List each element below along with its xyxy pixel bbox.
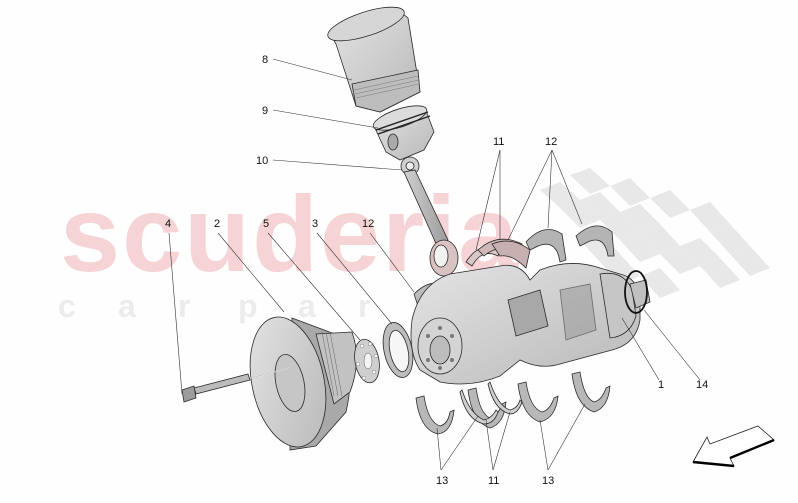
washer-plate-part[interactable] [351, 337, 382, 384]
o-ring-part[interactable] [624, 270, 648, 314]
pulley-damper-part[interactable] [239, 310, 357, 454]
callout-labels: 8 9 10 11 12 4 2 5 3 12 1 14 13 11 13 [165, 54, 708, 487]
callout-2[interactable]: 2 [214, 218, 220, 230]
callout-8[interactable]: 8 [262, 54, 268, 66]
callout-12-left[interactable]: 12 [362, 218, 374, 230]
bolt-part[interactable] [181, 367, 291, 403]
oil-seal-part[interactable] [378, 320, 417, 381]
leader-lines [168, 58, 701, 471]
thrust-washer-parts[interactable] [459, 381, 523, 425]
callout-4[interactable]: 4 [165, 218, 171, 230]
callout-5[interactable]: 5 [263, 218, 269, 230]
callout-12-top[interactable]: 12 [545, 136, 557, 148]
callout-1[interactable]: 1 [658, 379, 664, 391]
checkered-flag-watermark [540, 168, 770, 298]
callout-3[interactable]: 3 [312, 218, 318, 230]
callout-13-right[interactable]: 13 [542, 475, 554, 487]
callout-11-bottom[interactable]: 11 [488, 475, 499, 487]
piston-part[interactable] [371, 101, 435, 161]
callout-13-left[interactable]: 13 [436, 475, 448, 487]
con-rod-bearing-top-part[interactable] [465, 238, 531, 269]
callout-10[interactable]: 10 [256, 155, 268, 167]
callout-9[interactable]: 9 [262, 105, 268, 117]
crankshaft-part[interactable] [410, 263, 651, 385]
front-direction-arrow [692, 425, 775, 468]
callout-14[interactable]: 14 [696, 379, 708, 391]
cylinder-liner-part[interactable] [324, 0, 421, 113]
callout-11-top[interactable]: 11 [493, 136, 504, 148]
connecting-rod-part[interactable] [400, 156, 459, 277]
